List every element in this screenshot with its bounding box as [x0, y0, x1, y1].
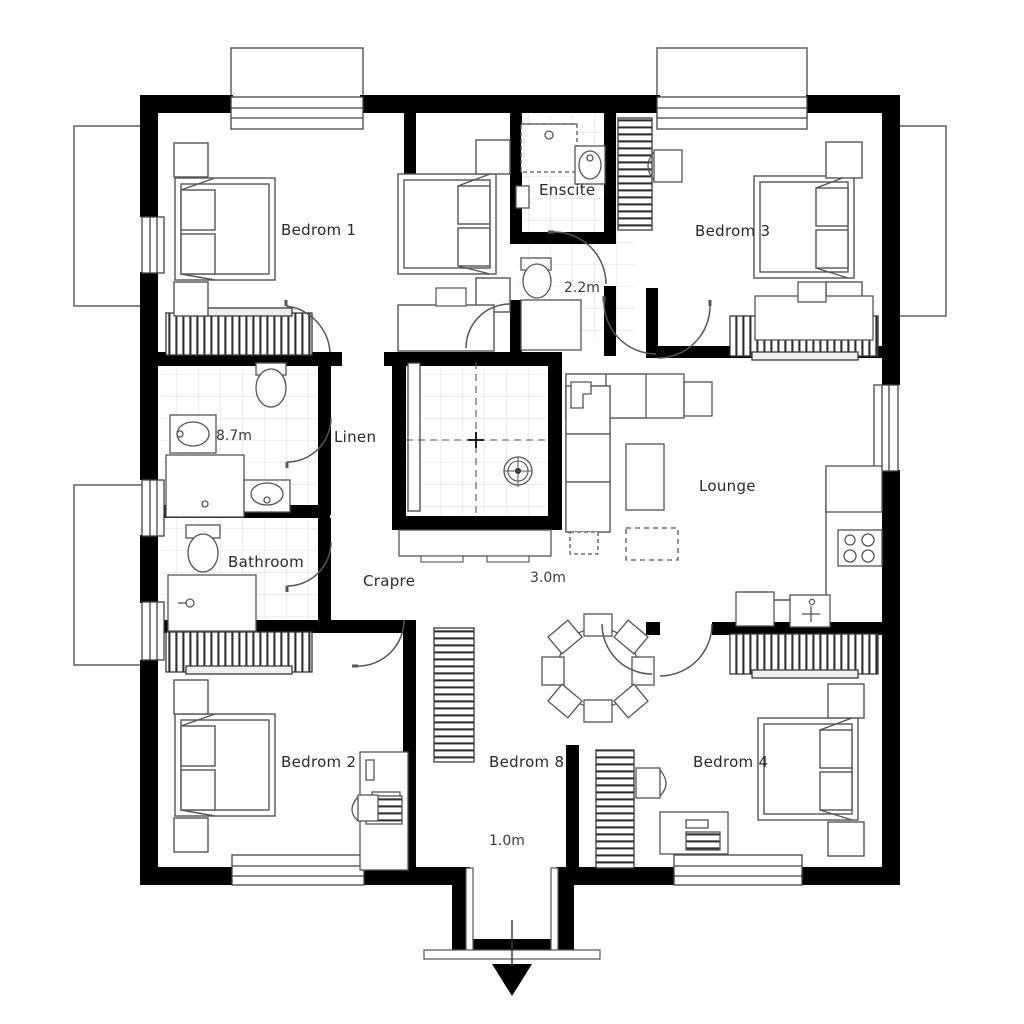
desks-and-misc — [351, 149, 874, 871]
bathroom-fixtures — [165, 123, 606, 632]
wardrobes — [165, 117, 879, 869]
dining-chairs — [541, 613, 655, 723]
entry-door — [423, 867, 601, 996]
bed-bedroom-4 — [757, 683, 865, 857]
bed-bedroom-3 — [753, 141, 863, 319]
room-label-bedroom-4: Bedrom 4 — [693, 753, 769, 771]
room-label-bedroom-2: Bedrom 2 — [281, 753, 357, 771]
bed-bedroom-1 — [173, 142, 276, 317]
door-swings — [284, 230, 713, 677]
room-label-lounge: Lounge — [699, 477, 756, 495]
room-label-bedroom-8: Bedrom 8 — [489, 753, 565, 771]
bed-bedroom-2 — [173, 679, 276, 853]
room-label-linen: Linen — [334, 428, 377, 446]
kitchen — [735, 465, 883, 628]
beds — [173, 139, 865, 857]
dimension-label-8-7m: 8.7m — [216, 428, 252, 444]
room-label-bedroom-3: Bedrom 3 — [695, 222, 771, 240]
dimension-label-2-2m: 2.2m — [564, 280, 600, 296]
window-projection-boxes — [73, 47, 947, 666]
room-label-bedroom-1: Bedrom 1 — [281, 221, 357, 239]
laundry-core — [397, 287, 552, 563]
dining-set — [541, 613, 655, 723]
room-label-garage: Crapre — [363, 572, 416, 590]
dimension-label-3-0m: 3.0m — [530, 570, 566, 586]
room-label-ensuite: Enscite — [539, 181, 596, 199]
entry-direction-arrow — [492, 964, 532, 996]
lounge-furniture — [565, 373, 713, 561]
exterior-walls — [140, 95, 900, 957]
dimension-label-1-0m: 1.0m — [489, 833, 525, 849]
room-label-bathroom: Bathroom — [228, 553, 305, 571]
